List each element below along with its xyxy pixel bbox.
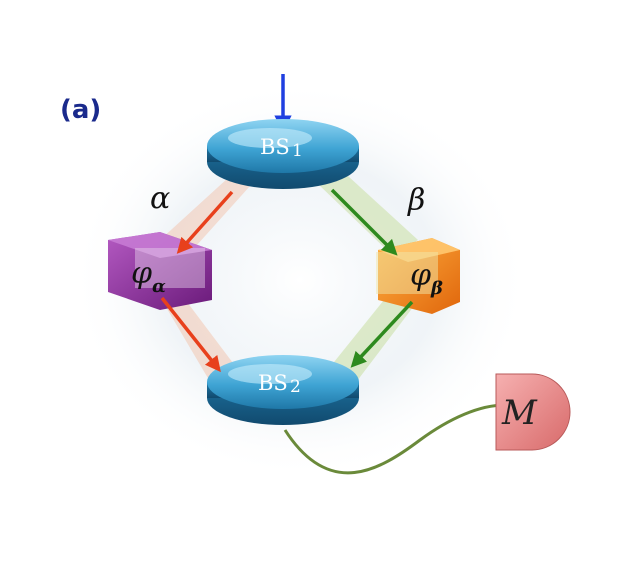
alpha-arrow-lower xyxy=(160,296,221,373)
detector-cable xyxy=(283,403,506,475)
phase-alpha-symbol: φ xyxy=(131,256,152,291)
bs2-subscript: 2 xyxy=(290,377,301,397)
phase-beta-subscript: β xyxy=(430,278,443,299)
phase-beta-symbol: φ xyxy=(410,258,431,293)
phase-alpha-subscript: α xyxy=(152,276,166,297)
phase-shifter-beta: φ β xyxy=(376,238,460,314)
beta-arrow-lower xyxy=(350,300,414,368)
measurement-label: M xyxy=(501,393,538,433)
beam-splitter-1: BS 1 xyxy=(207,119,359,189)
arm-beta-label: β xyxy=(407,183,425,218)
beta-beam-channel xyxy=(318,176,420,385)
beta-arrow-upper xyxy=(330,188,398,256)
bs2-label: BS xyxy=(258,371,288,395)
alpha-arrow-upper xyxy=(176,190,234,254)
background-halo xyxy=(70,80,530,480)
bs1-subscript: 1 xyxy=(292,141,303,161)
measurement-detector: M xyxy=(495,373,571,451)
bs1-label: BS xyxy=(260,135,290,159)
beam-splitter-2: BS 2 xyxy=(207,355,359,425)
panel-label: (a) xyxy=(60,95,101,125)
arm-alpha-label: α xyxy=(150,181,170,216)
